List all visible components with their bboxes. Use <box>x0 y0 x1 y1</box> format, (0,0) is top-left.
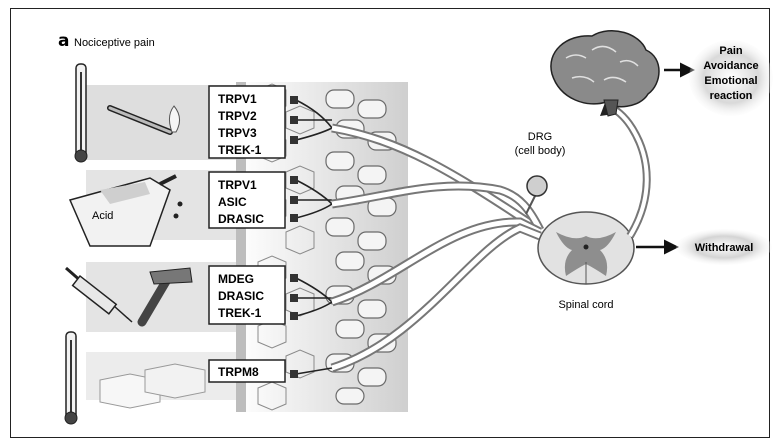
thermometer-hot-icon <box>75 64 87 162</box>
panel-title: Nociceptive pain <box>74 37 155 49</box>
avoidance-label: Avoidance <box>703 60 758 72</box>
brain-icon <box>551 31 659 116</box>
channel-label: ASIC <box>218 195 247 209</box>
channel-label: TRPV3 <box>218 126 257 140</box>
cold-channel-box: TRPM8 <box>209 360 285 382</box>
channel-label: TRPV1 <box>218 178 257 192</box>
channel-label: DRASIC <box>218 212 264 226</box>
acid-label: Acid <box>92 210 113 222</box>
drg-label: DRG <box>528 131 552 143</box>
heat-channel-box: TRPV1 TRPV2 TRPV3 TREK-1 <box>209 86 285 158</box>
mechanical-channel-box: MDEG DRASIC TREK-1 <box>209 266 285 324</box>
drg-cell-body <box>526 176 547 214</box>
channel-label: TRPV1 <box>218 92 257 106</box>
channel-label: TRPM8 <box>218 365 259 379</box>
thermometer-cold-icon <box>65 332 77 424</box>
channel-label: TRPV2 <box>218 109 257 123</box>
pain-label: Pain <box>719 45 743 57</box>
spinal-cord-label: Spinal cord <box>558 299 613 311</box>
emotional-label: Emotional <box>704 75 757 87</box>
channel-label: TREK-1 <box>218 143 262 157</box>
panel-letter: a <box>58 31 69 51</box>
spinal-cord-icon <box>538 212 634 284</box>
reaction-label: reaction <box>710 90 753 102</box>
channel-label: MDEG <box>218 272 254 286</box>
channel-label: DRASIC <box>218 289 264 303</box>
channel-label: TREK-1 <box>218 306 262 320</box>
drg-sublabel: (cell body) <box>515 145 566 157</box>
withdrawal-label: Withdrawal <box>695 242 754 254</box>
acid-channel-box: TRPV1 ASIC DRASIC <box>209 172 285 228</box>
